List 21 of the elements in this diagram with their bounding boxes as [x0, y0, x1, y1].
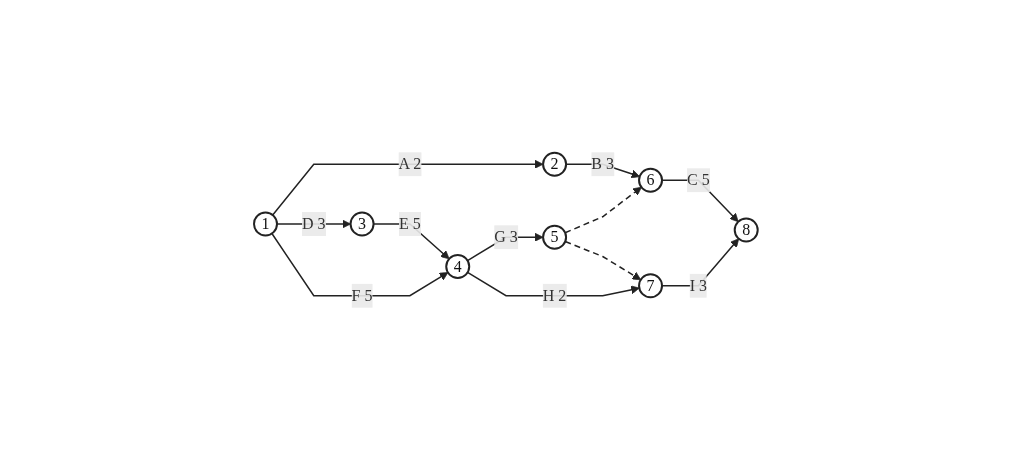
- edge-label: D 3: [301, 214, 326, 232]
- edge-label: G 3: [493, 227, 518, 245]
- node-circle: 8: [733, 217, 759, 242]
- edge-label: B 3: [591, 154, 614, 172]
- node-circle: 2: [541, 151, 567, 177]
- edge-label: H 2: [542, 286, 566, 304]
- node-circle: 1: [252, 211, 278, 236]
- arrow: [466, 271, 640, 296]
- edge-label: I 3: [689, 276, 707, 294]
- node-circle: 7: [637, 272, 663, 298]
- arrow: [564, 240, 641, 280]
- node-circle: 5: [541, 224, 567, 250]
- node-circle: 6: [637, 167, 663, 193]
- edge-label: E 5: [398, 214, 421, 232]
- edge-label: A 2: [398, 154, 421, 172]
- arrow: [564, 186, 642, 233]
- node-circle: 4: [444, 253, 470, 279]
- edge-label: C 5: [686, 170, 710, 188]
- arrow: [270, 232, 448, 296]
- node-circle: 3: [349, 211, 375, 236]
- edge-label: F 5: [351, 286, 373, 304]
